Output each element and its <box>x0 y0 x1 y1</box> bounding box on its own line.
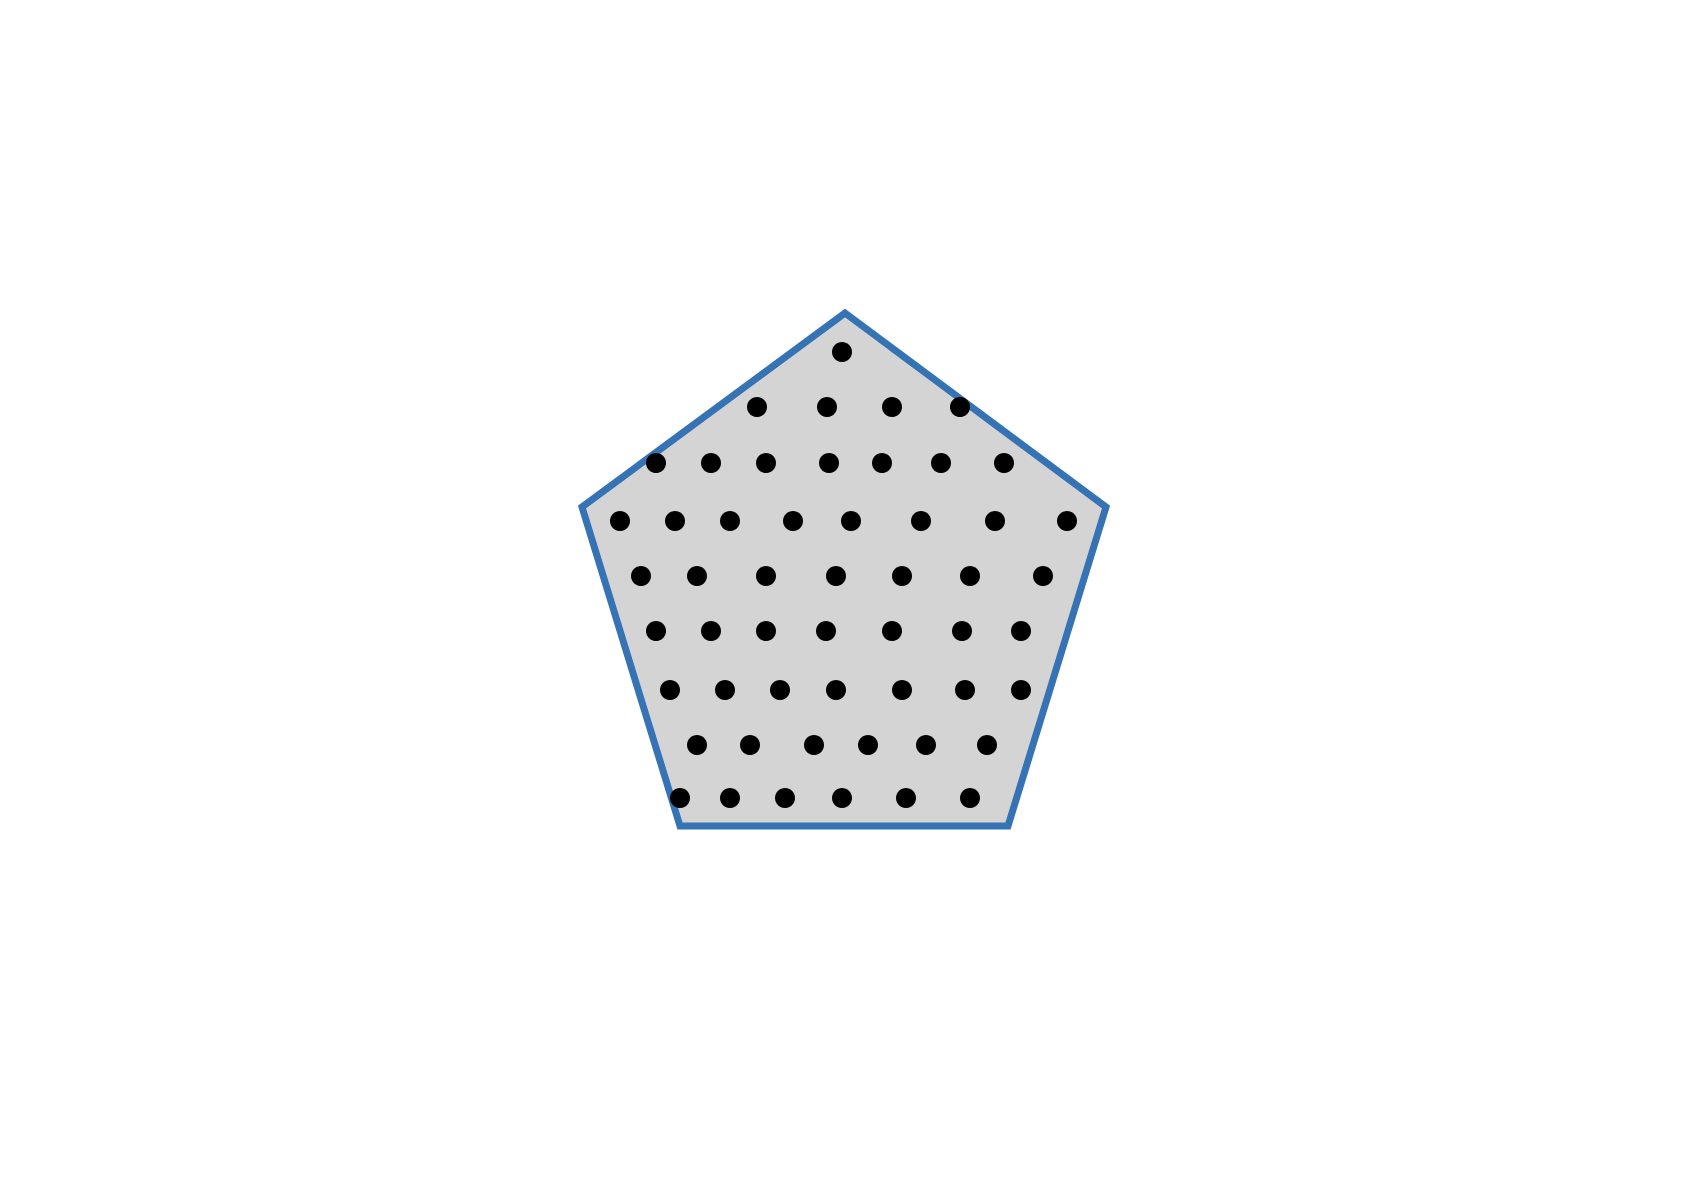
dot-r7-1 <box>660 680 680 700</box>
dot-r8-5 <box>916 735 936 755</box>
dot-r4-5 <box>841 511 861 531</box>
dot-r4-3 <box>720 511 740 531</box>
dot-r6-2 <box>701 621 721 641</box>
dot-r4-8 <box>1057 511 1077 531</box>
dot-r7-5 <box>892 680 912 700</box>
dot-r9-5 <box>896 788 916 808</box>
dot-r5-1 <box>631 566 651 586</box>
dot-r4-2 <box>665 511 685 531</box>
dot-r9-1 <box>670 788 690 808</box>
dot-r7-2 <box>715 680 735 700</box>
dot-r6-3 <box>756 621 776 641</box>
dot-r3-5 <box>872 453 892 473</box>
dot-r6-7 <box>1011 621 1031 641</box>
dot-r4-7 <box>985 511 1005 531</box>
dot-r5-7 <box>1033 566 1053 586</box>
dot-r9-4 <box>832 788 852 808</box>
dot-r2-4 <box>950 397 970 417</box>
dot-r5-4 <box>826 566 846 586</box>
dot-r4-6 <box>911 511 931 531</box>
dot-r7-7 <box>1011 680 1031 700</box>
dot-r5-2 <box>687 566 707 586</box>
dot-r6-6 <box>952 621 972 641</box>
dot-r6-4 <box>816 621 836 641</box>
dot-r3-2 <box>701 453 721 473</box>
dot-group <box>610 342 1077 808</box>
dot-r5-3 <box>756 566 776 586</box>
dot-r3-6 <box>931 453 951 473</box>
dot-r7-3 <box>770 680 790 700</box>
dot-r4-4 <box>783 511 803 531</box>
dot-r6-1 <box>646 621 666 641</box>
dot-r3-1 <box>646 453 666 473</box>
dot-r3-7 <box>994 453 1014 473</box>
dot-r8-1 <box>687 735 707 755</box>
dot-r4-1 <box>610 511 630 531</box>
dot-r7-6 <box>955 680 975 700</box>
dot-r3-3 <box>756 453 776 473</box>
dot-r9-2 <box>720 788 740 808</box>
dot-r6-5 <box>882 621 902 641</box>
dot-r5-5 <box>892 566 912 586</box>
dot-r1-1 <box>832 342 852 362</box>
dot-r2-3 <box>882 397 902 417</box>
dot-r3-4 <box>819 453 839 473</box>
pentagon-shape <box>577 308 1111 830</box>
dot-r9-3 <box>775 788 795 808</box>
dot-r8-3 <box>804 735 824 755</box>
dot-r8-4 <box>858 735 878 755</box>
dot-r2-1 <box>747 397 767 417</box>
dot-r8-2 <box>740 735 760 755</box>
dot-r5-6 <box>960 566 980 586</box>
dot-r2-2 <box>817 397 837 417</box>
dot-r7-4 <box>826 680 846 700</box>
dot-r8-6 <box>977 735 997 755</box>
dot-r9-6 <box>960 788 980 808</box>
